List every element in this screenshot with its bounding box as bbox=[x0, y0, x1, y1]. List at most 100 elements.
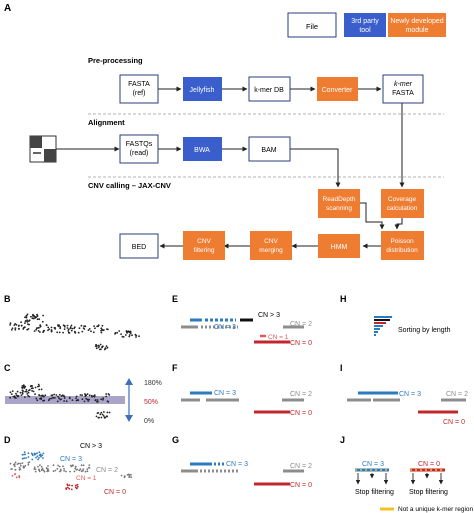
node-fasta-ref-label: FASTA(ref) bbox=[128, 81, 150, 97]
read-depth-dot bbox=[36, 452, 39, 454]
read-depth-dot bbox=[25, 314, 28, 317]
read-depth-dot bbox=[42, 394, 44, 397]
read-depth-dot bbox=[128, 476, 131, 478]
read-depth-dot bbox=[86, 470, 89, 473]
read-depth-dot bbox=[22, 384, 25, 387]
read-depth-dot bbox=[70, 324, 73, 327]
read-depth-dot bbox=[10, 329, 13, 331]
read-depth-dot bbox=[78, 469, 81, 472]
read-depth-dot bbox=[38, 318, 41, 321]
read-depth-dot bbox=[87, 329, 90, 331]
read-depth-dot bbox=[39, 454, 41, 457]
read-depth-dot bbox=[88, 464, 91, 466]
read-depth-dot bbox=[9, 396, 12, 399]
read-depth-dot bbox=[37, 330, 40, 332]
panel-i-segments bbox=[347, 391, 466, 414]
read-depth-dot bbox=[81, 398, 84, 401]
read-depth-dot bbox=[51, 394, 54, 397]
section-alignment: Alignment bbox=[88, 118, 125, 127]
read-depth-dot bbox=[70, 329, 73, 332]
read-depth-dot bbox=[40, 398, 43, 400]
read-depth-dot bbox=[80, 324, 83, 327]
read-depth-dot bbox=[22, 466, 25, 469]
read-depth-dot bbox=[128, 474, 131, 476]
read-depth-dot bbox=[27, 320, 30, 322]
panel-letter-h: H bbox=[340, 294, 347, 304]
read-depth-dot bbox=[58, 393, 61, 396]
read-depth-dot bbox=[41, 468, 44, 470]
panel-d-label-cn1: CN = 1 bbox=[76, 475, 97, 482]
panel-e-label-cn-gt3: CN > 3 bbox=[258, 312, 280, 319]
panel-d-label-cn-gt3: CN > 3 bbox=[80, 443, 102, 450]
read-depth-dot bbox=[40, 388, 43, 391]
panel-letter-a: A bbox=[4, 3, 11, 14]
read-depth-dot bbox=[39, 325, 42, 328]
read-depth-dot bbox=[68, 332, 71, 334]
read-depth-dot bbox=[42, 469, 45, 472]
read-depth-dot bbox=[51, 397, 54, 399]
panel-f-label-cn2: CN = 2 bbox=[290, 391, 312, 398]
read-depth-dot bbox=[135, 336, 137, 338]
read-depth-dot bbox=[30, 387, 33, 390]
panel-e-segments bbox=[181, 318, 304, 344]
read-depth-dot bbox=[95, 347, 98, 350]
read-depth-dot bbox=[15, 324, 18, 326]
read-depth-dot bbox=[76, 485, 79, 488]
read-depth-dot bbox=[47, 329, 49, 332]
node-coverage bbox=[381, 189, 424, 218]
read-depth-dot bbox=[36, 315, 39, 318]
read-depth-dot bbox=[74, 467, 77, 470]
read-depth-dot bbox=[93, 325, 95, 327]
read-depth-dot bbox=[128, 335, 131, 338]
node-fastqs bbox=[119, 134, 159, 164]
panel-letter-e: E bbox=[172, 294, 178, 304]
read-depth-dot bbox=[61, 394, 64, 397]
read-depth-dot bbox=[63, 397, 66, 399]
read-depth-dot bbox=[102, 345, 104, 348]
read-depth-dot bbox=[62, 331, 64, 334]
read-depth-dot bbox=[53, 393, 55, 396]
read-depth-dot bbox=[15, 397, 17, 399]
read-depth-dot bbox=[100, 329, 102, 332]
read-depth-dot bbox=[45, 324, 48, 326]
read-depth-dot bbox=[20, 465, 22, 467]
read-depth-dot bbox=[38, 388, 41, 391]
read-depth-dot bbox=[66, 484, 69, 487]
read-depth-dot bbox=[91, 395, 93, 398]
read-depth-dot bbox=[75, 397, 77, 399]
read-depth-dot bbox=[63, 328, 66, 330]
read-depth-dot bbox=[97, 344, 100, 347]
read-depth-dot bbox=[88, 328, 91, 330]
node-kmer-db-label: k-mer DB bbox=[254, 87, 284, 94]
read-depth-dot bbox=[73, 470, 76, 473]
read-depth-dot bbox=[62, 465, 64, 468]
node-bed-label: BED bbox=[132, 244, 146, 251]
read-depth-dot bbox=[96, 399, 99, 401]
read-depth-dot bbox=[29, 389, 31, 391]
read-depth-dot bbox=[24, 390, 27, 393]
read-depth-dot bbox=[38, 469, 40, 472]
read-depth-dot bbox=[116, 331, 119, 334]
node-bed bbox=[119, 233, 159, 259]
read-depth-dot bbox=[35, 328, 38, 331]
read-depth-dot bbox=[72, 464, 74, 466]
read-depth-dot bbox=[9, 462, 12, 465]
read-depth-dot bbox=[102, 415, 105, 417]
read-depth-dot bbox=[106, 411, 109, 414]
read-depth-dot bbox=[29, 385, 32, 388]
read-depth-dot bbox=[21, 387, 24, 389]
read-depth-dot bbox=[50, 397, 53, 400]
read-depth-dot bbox=[130, 473, 132, 476]
read-depth-dot bbox=[70, 465, 73, 468]
read-depth-dot bbox=[87, 400, 90, 402]
read-depth-dot bbox=[48, 328, 51, 331]
panel-d-label-cn0: CN = 0 bbox=[104, 489, 126, 496]
legend-file-box bbox=[287, 12, 337, 38]
node-bam bbox=[248, 136, 291, 162]
read-depth-dot bbox=[50, 326, 53, 329]
read-depth-dot bbox=[17, 462, 20, 465]
read-depth-dot bbox=[84, 470, 87, 473]
read-depth-dot bbox=[27, 323, 29, 325]
read-depth-dot bbox=[99, 413, 102, 416]
